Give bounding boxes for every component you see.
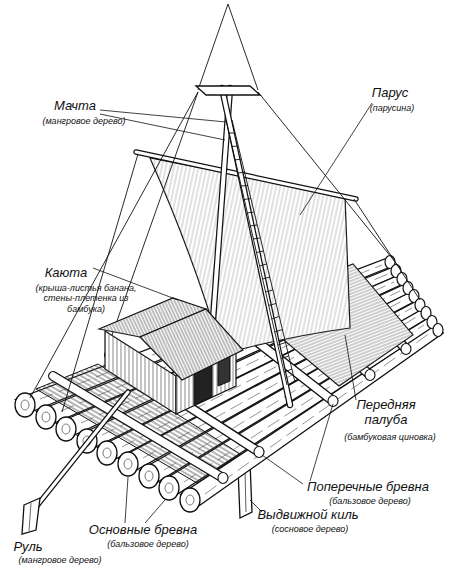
- oar-outline: [32, 392, 128, 512]
- oar-shaft: [32, 392, 128, 512]
- material-note: (парусина): [370, 103, 415, 113]
- log-end: [180, 488, 200, 512]
- material-note: (мангровое дерево): [42, 116, 125, 126]
- material-note: (бальзовое дерево): [107, 539, 188, 549]
- part-name: Парус: [372, 86, 408, 101]
- log-end: [433, 324, 443, 337]
- log-end: [139, 464, 159, 488]
- cabin-roof: [140, 309, 243, 380]
- beam-end: [401, 344, 411, 355]
- stay: [228, 4, 258, 90]
- ring: [62, 424, 70, 434]
- log-end: [159, 476, 179, 500]
- beam-end: [254, 447, 264, 458]
- material-note: (бамбуковая циновка): [344, 432, 436, 442]
- ring: [145, 471, 153, 481]
- log-end: [56, 417, 76, 441]
- ring: [103, 448, 111, 458]
- brace: [354, 199, 420, 300]
- cabin-roof-leaves: [140, 309, 243, 380]
- mast-platform: [196, 86, 260, 95]
- leader-line: [300, 103, 372, 215]
- part-name: Передняя палуба: [350, 398, 422, 428]
- log-end: [97, 441, 117, 465]
- part-name: Мачта: [54, 99, 96, 114]
- material-note: (крыша-листья банана, стены-плетенка из …: [24, 283, 148, 314]
- oar-blade: [22, 498, 40, 534]
- leader-line: [310, 404, 333, 481]
- leader-lines: [93, 103, 372, 523]
- part-name: Выдвижной киль: [257, 508, 358, 523]
- ring: [165, 483, 173, 493]
- log-end: [118, 452, 138, 476]
- oar-blade-grain: [29, 503, 31, 531]
- material-note: (бальзовое дерево): [329, 496, 410, 506]
- part-name: Основные бревна: [89, 523, 197, 538]
- ring: [186, 495, 194, 505]
- beam-end: [365, 370, 375, 381]
- beam-end: [218, 473, 228, 484]
- leader-line: [125, 477, 128, 523]
- part-name: Руль: [13, 540, 42, 555]
- rigging: [30, 4, 420, 412]
- material-note: (мангровое дерево): [18, 555, 101, 565]
- log-end: [36, 405, 56, 429]
- ladder-rungs: [229, 133, 292, 372]
- leader-line: [145, 500, 165, 523]
- stay: [198, 4, 228, 90]
- stay: [258, 92, 400, 268]
- ring: [42, 412, 50, 422]
- leader-line: [262, 455, 303, 484]
- part-name: Поперечные бревна: [307, 480, 429, 495]
- keel-grain: [245, 470, 246, 512]
- log-end: [15, 393, 35, 417]
- material-note: (сосновое дерево): [272, 524, 348, 534]
- leader-line: [345, 335, 356, 400]
- ring: [21, 400, 29, 410]
- ring: [124, 459, 132, 469]
- part-name: Каюта: [45, 266, 88, 281]
